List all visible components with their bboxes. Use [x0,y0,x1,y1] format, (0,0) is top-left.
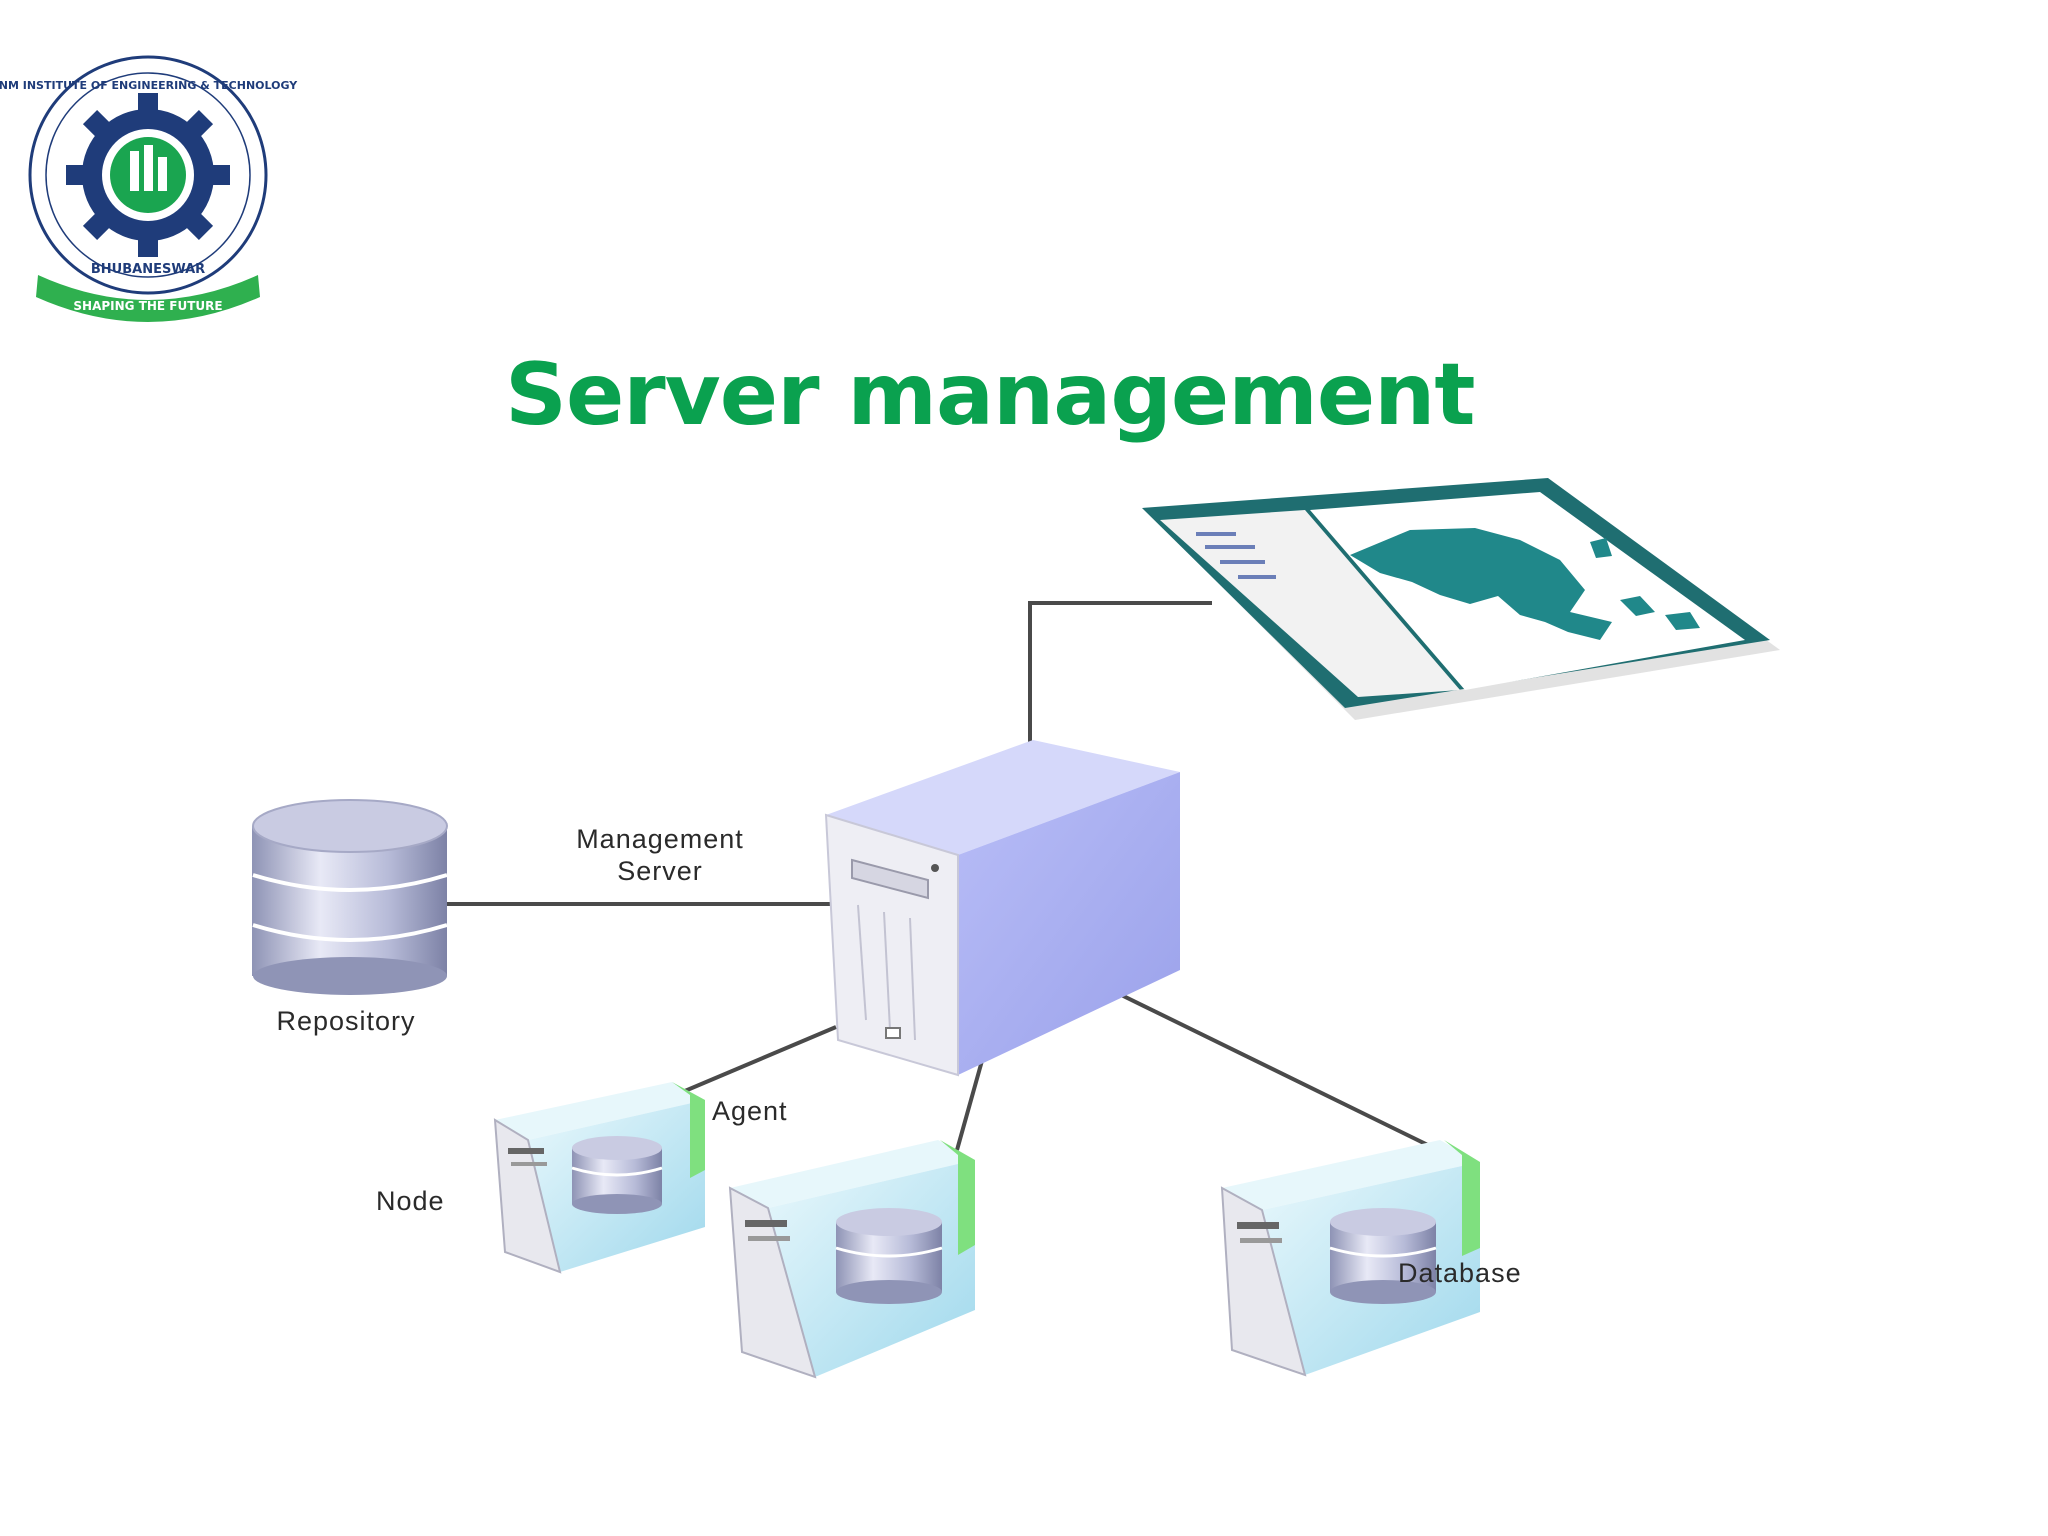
agent-node-1 [493,1082,705,1274]
node-2-database-icon [835,1208,943,1304]
node-1-database-icon [571,1136,663,1214]
node-label: Node [376,1186,445,1216]
management-server-label-line1: Management [576,824,744,854]
gear-icon [66,93,230,257]
database-label: Database [1398,1258,1522,1288]
node-1-front [493,1118,562,1274]
agent-node-3 [1220,1140,1480,1377]
server-side [958,772,1180,1075]
logo-city-text: BHUBANESWAR [91,262,205,277]
repository-label: Repository [276,1006,415,1036]
node-2-front [728,1186,817,1379]
logo-motto-text: SHAPING THE FUTURE [73,299,222,313]
management-server-label-line2: Server [617,856,703,886]
line-server-node-1 [672,1025,837,1098]
map-land [1350,528,1612,640]
management-server-tower [824,740,1180,1077]
repository-database-icon [252,799,448,995]
institute-logo: NM INSTITUTE OF ENGINEERING & TECHNOLOGY… [0,55,298,322]
line-server-node-3 [1104,985,1439,1152]
console-panel-left [1160,510,1460,697]
node-3-front [1220,1186,1307,1377]
management-console-screen [1142,478,1780,720]
slide-title: Server management [505,345,1475,445]
map-islands [1590,538,1700,630]
logo-motto-ribbon [36,275,260,322]
line-server-console [1028,601,1212,792]
logo-ring-text: NM INSTITUTE OF ENGINEERING & TECHNOLOGY [0,79,298,92]
logo-text-ring [45,72,251,278]
server-top [826,740,1180,855]
connector-lines [445,601,1439,1152]
agent-node-2 [728,1140,975,1379]
console-tree-items [1196,532,1276,579]
building-icon [130,145,167,191]
agent-label: Agent [712,1096,788,1126]
node-3-database-icon [1329,1208,1437,1304]
line-server-node-2 [955,1049,987,1151]
